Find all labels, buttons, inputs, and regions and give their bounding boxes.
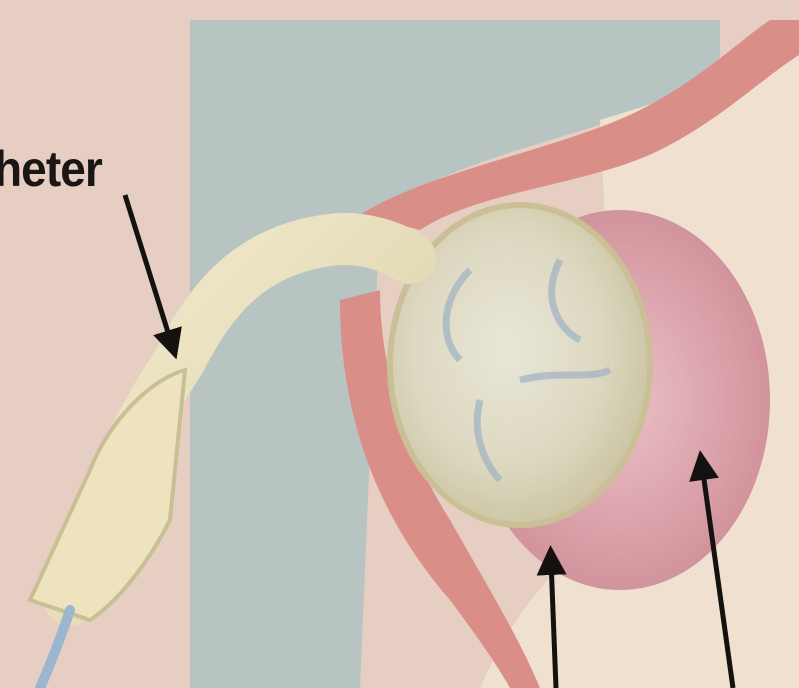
catheter-label: heter — [0, 140, 102, 198]
